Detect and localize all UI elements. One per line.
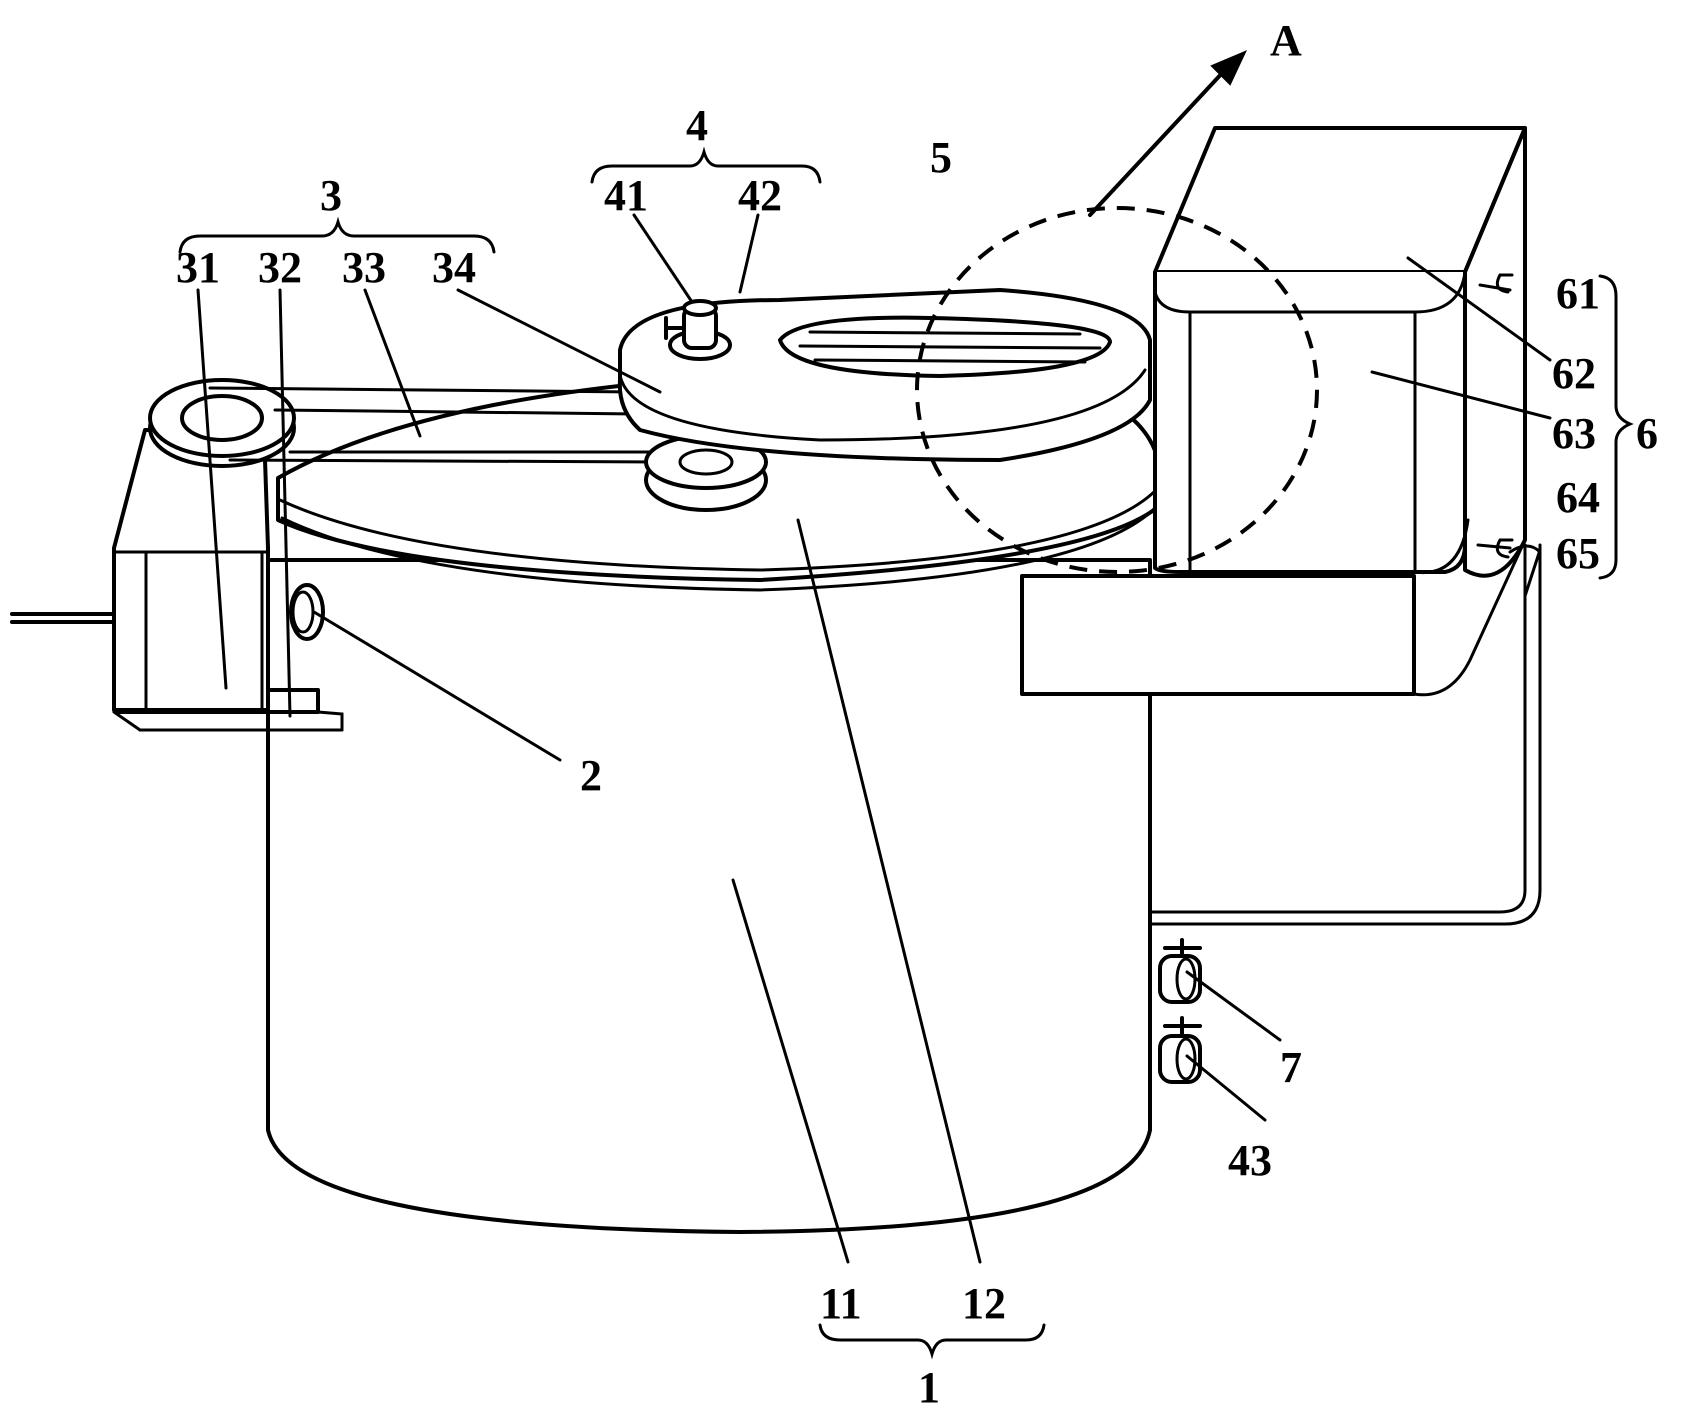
label-34: 34 bbox=[432, 243, 476, 292]
side-port bbox=[289, 583, 325, 641]
barrel-body bbox=[266, 558, 1152, 1234]
label-2: 2 bbox=[580, 751, 602, 800]
label-5: 5 bbox=[930, 133, 952, 182]
leader-lines bbox=[196, 213, 1552, 1264]
label-6: 6 bbox=[1636, 409, 1658, 458]
hopper-assembly bbox=[1020, 126, 1542, 926]
braces bbox=[178, 146, 1634, 1360]
label-1: 1 bbox=[918, 1363, 940, 1412]
label-12: 12 bbox=[962, 1279, 1006, 1328]
label-62: 62 bbox=[1552, 349, 1596, 398]
label-63: 63 bbox=[1552, 409, 1596, 458]
label-64: 64 bbox=[1556, 473, 1600, 522]
label-32: 32 bbox=[258, 243, 302, 292]
label-a: A bbox=[1270, 16, 1302, 65]
label-31: 31 bbox=[176, 243, 220, 292]
label-41: 41 bbox=[604, 171, 648, 220]
label-7: 7 bbox=[1280, 1043, 1302, 1092]
label-61: 61 bbox=[1556, 269, 1600, 318]
valves bbox=[1158, 938, 1202, 1084]
label-65: 65 bbox=[1556, 529, 1600, 578]
motor-assembly bbox=[10, 378, 768, 732]
label-3: 3 bbox=[320, 171, 342, 220]
reference-labels: A 3 31 32 33 34 4 41 42 5 61 62 63 6 64 … bbox=[176, 16, 1658, 1412]
label-42: 42 bbox=[738, 171, 782, 220]
label-43: 43 bbox=[1228, 1136, 1272, 1185]
label-11: 11 bbox=[820, 1279, 862, 1328]
label-33: 33 bbox=[342, 243, 386, 292]
rotating-disk bbox=[617, 288, 1152, 462]
label-4: 4 bbox=[686, 101, 708, 150]
detail-circle-a bbox=[915, 50, 1319, 574]
